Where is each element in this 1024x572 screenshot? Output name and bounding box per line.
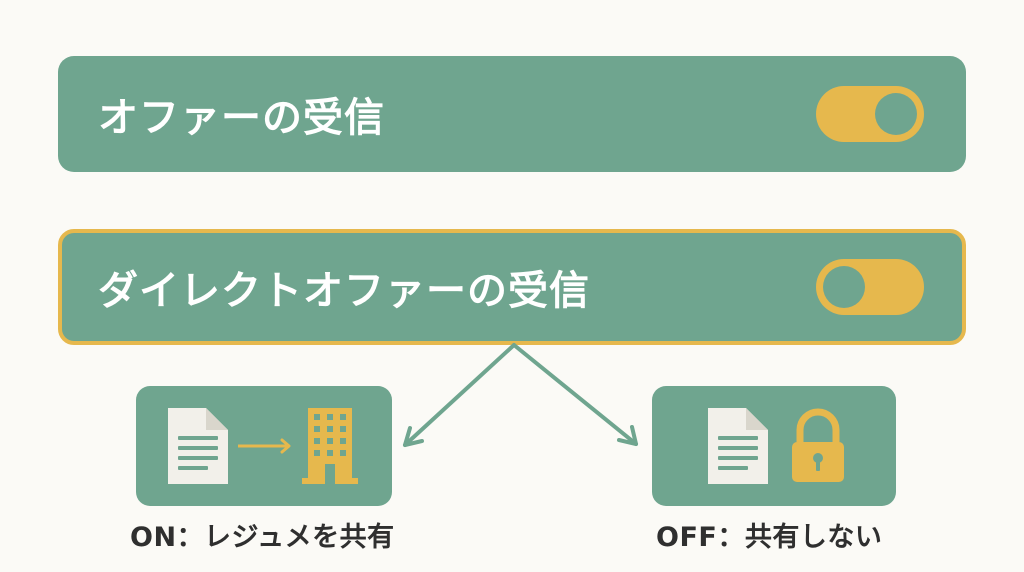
caption-off-no-share: OFF：共有しない <box>656 522 883 553</box>
setting-label-offer-receive: オファーの受信 <box>98 95 385 141</box>
arrowhead-left <box>403 426 424 447</box>
outcome-card-off <box>652 386 896 506</box>
branch-arrow-right <box>512 343 638 446</box>
toggle-knob <box>823 266 865 308</box>
offer-receive-toggle[interactable] <box>816 86 924 142</box>
arrow-right-icon <box>238 438 291 454</box>
direct-offer-receive-toggle[interactable] <box>816 259 924 315</box>
toggle-knob <box>875 93 917 135</box>
branch-arrow-left <box>403 343 516 447</box>
lock-icon <box>792 408 844 482</box>
outcome-card-on <box>136 386 392 506</box>
setting-row-offer-receive: オファーの受信 <box>58 56 966 172</box>
caption-on-share-resume: ON：レジュメを共有 <box>130 522 395 553</box>
arrowhead-right <box>617 425 638 446</box>
document-icon <box>708 408 768 484</box>
document-icon <box>168 408 228 484</box>
building-icon <box>302 408 358 484</box>
setting-label-direct-offer-receive: ダイレクトオファーの受信 <box>98 268 590 314</box>
setting-row-direct-offer-receive: ダイレクトオファーの受信 <box>58 229 966 345</box>
